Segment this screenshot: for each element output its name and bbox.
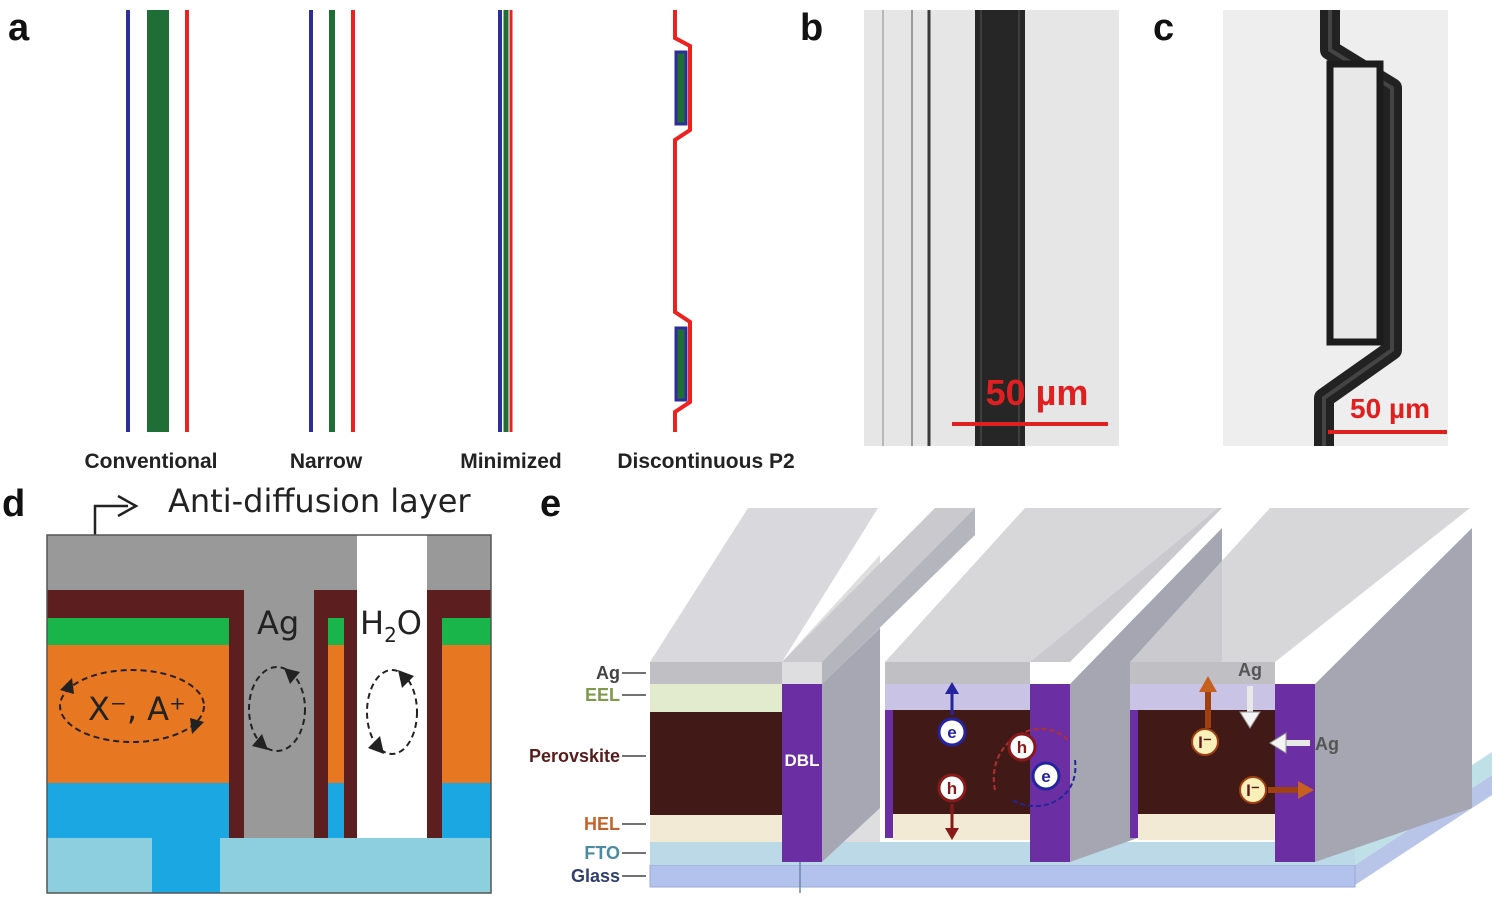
svg-text:I⁻: I⁻	[1246, 781, 1260, 800]
loop-arrow-icon	[284, 668, 300, 684]
ag-label: Ag	[257, 604, 299, 642]
loop-arrow-icon	[398, 670, 414, 688]
arrow-left-icon	[1269, 732, 1287, 754]
arrow-head-icon	[117, 494, 139, 518]
loop-arrow-icon	[252, 734, 268, 750]
panel-b: b 50 µm	[800, 7, 1119, 446]
cell-3: I⁻ Ag Ag I⁻	[1130, 508, 1472, 862]
arrow-down-icon	[1239, 711, 1261, 729]
loop-arrow-icon	[60, 678, 74, 694]
arrow-right-icon	[1298, 781, 1314, 799]
anti-diffusion-label: Anti-diffusion layer	[168, 482, 471, 520]
panel-a: a Conventional Narrow Minimized Discon	[8, 7, 795, 473]
layer-label-fto: FTO	[584, 843, 620, 863]
svg-text:e: e	[1041, 767, 1050, 786]
panel-a-letter: a	[8, 7, 30, 49]
ions-label: X⁻, A⁺	[88, 690, 186, 728]
scribe-minimized	[498, 10, 513, 432]
scribe-discontinuous	[673, 10, 692, 432]
panel-e-letter: e	[540, 483, 561, 525]
scribe-narrow	[309, 10, 355, 432]
panel-b-letter: b	[800, 7, 823, 49]
cell-1: DBL	[650, 508, 975, 862]
panel-c-letter: c	[1153, 7, 1174, 49]
svg-text:h: h	[1017, 738, 1027, 757]
scribe-line	[975, 10, 1025, 446]
label-conventional: Conventional	[84, 450, 217, 473]
label-discontinuous: Discontinuous P2	[617, 450, 794, 473]
svg-text:I⁻: I⁻	[1198, 733, 1212, 752]
panel-c: c 50 µm	[1153, 7, 1448, 446]
scale-label: 50 µm	[1350, 393, 1430, 424]
label-narrow: Narrow	[290, 450, 363, 473]
p1-fill	[152, 838, 220, 893]
stack-left	[47, 535, 357, 838]
layer-label-ag: Ag	[596, 663, 620, 683]
iodide-icon	[1191, 728, 1219, 756]
hole-icon	[1007, 732, 1037, 762]
p3-line	[673, 10, 692, 432]
svg-text:h: h	[947, 779, 957, 798]
ag-side-label: Ag	[1315, 734, 1339, 754]
layer-label-hel: HEL	[584, 814, 620, 834]
substrate	[47, 838, 491, 893]
loop-arrow-icon	[368, 736, 384, 754]
loop-arrow-icon	[190, 718, 204, 734]
scribe-conventional	[126, 10, 189, 432]
ion-loop	[59, 669, 205, 743]
dbl	[782, 684, 822, 862]
label-minimized: Minimized	[460, 450, 562, 473]
svg-text:e: e	[947, 723, 956, 742]
hole-icon	[937, 773, 967, 803]
arrow-down-icon	[945, 828, 959, 840]
iodide-icon	[1239, 776, 1267, 804]
panel-d: d Anti-diffusion layer	[2, 482, 492, 894]
scale-label: 50 µm	[986, 372, 1089, 413]
ag-loop	[248, 666, 306, 752]
p2-line	[147, 10, 169, 432]
layer-labels: Ag EEL Perovskite HEL FTO Glass	[529, 663, 801, 893]
electron-icon	[1031, 761, 1061, 791]
layer-label-glass: Glass	[571, 866, 620, 886]
scribe-inner	[1326, 60, 1384, 346]
water-loop	[366, 669, 418, 755]
arrow-up-icon	[945, 682, 959, 694]
panel-d-letter: d	[2, 483, 25, 525]
ag-fill	[244, 590, 314, 838]
p2-segment	[674, 50, 688, 126]
layer-label-eel: EEL	[585, 685, 620, 705]
arrow-up-icon	[1199, 676, 1217, 692]
ag-top-label: Ag	[1238, 660, 1262, 680]
h2o-label: H2O	[360, 604, 422, 647]
stack-right	[427, 535, 491, 838]
stack-middle	[314, 590, 357, 838]
dbl-label: DBL	[785, 751, 820, 770]
layer-label-perovskite: Perovskite	[529, 746, 620, 766]
p2-segment	[674, 326, 688, 402]
electron-icon	[937, 717, 967, 747]
panel-e: e DBL	[529, 483, 1492, 893]
